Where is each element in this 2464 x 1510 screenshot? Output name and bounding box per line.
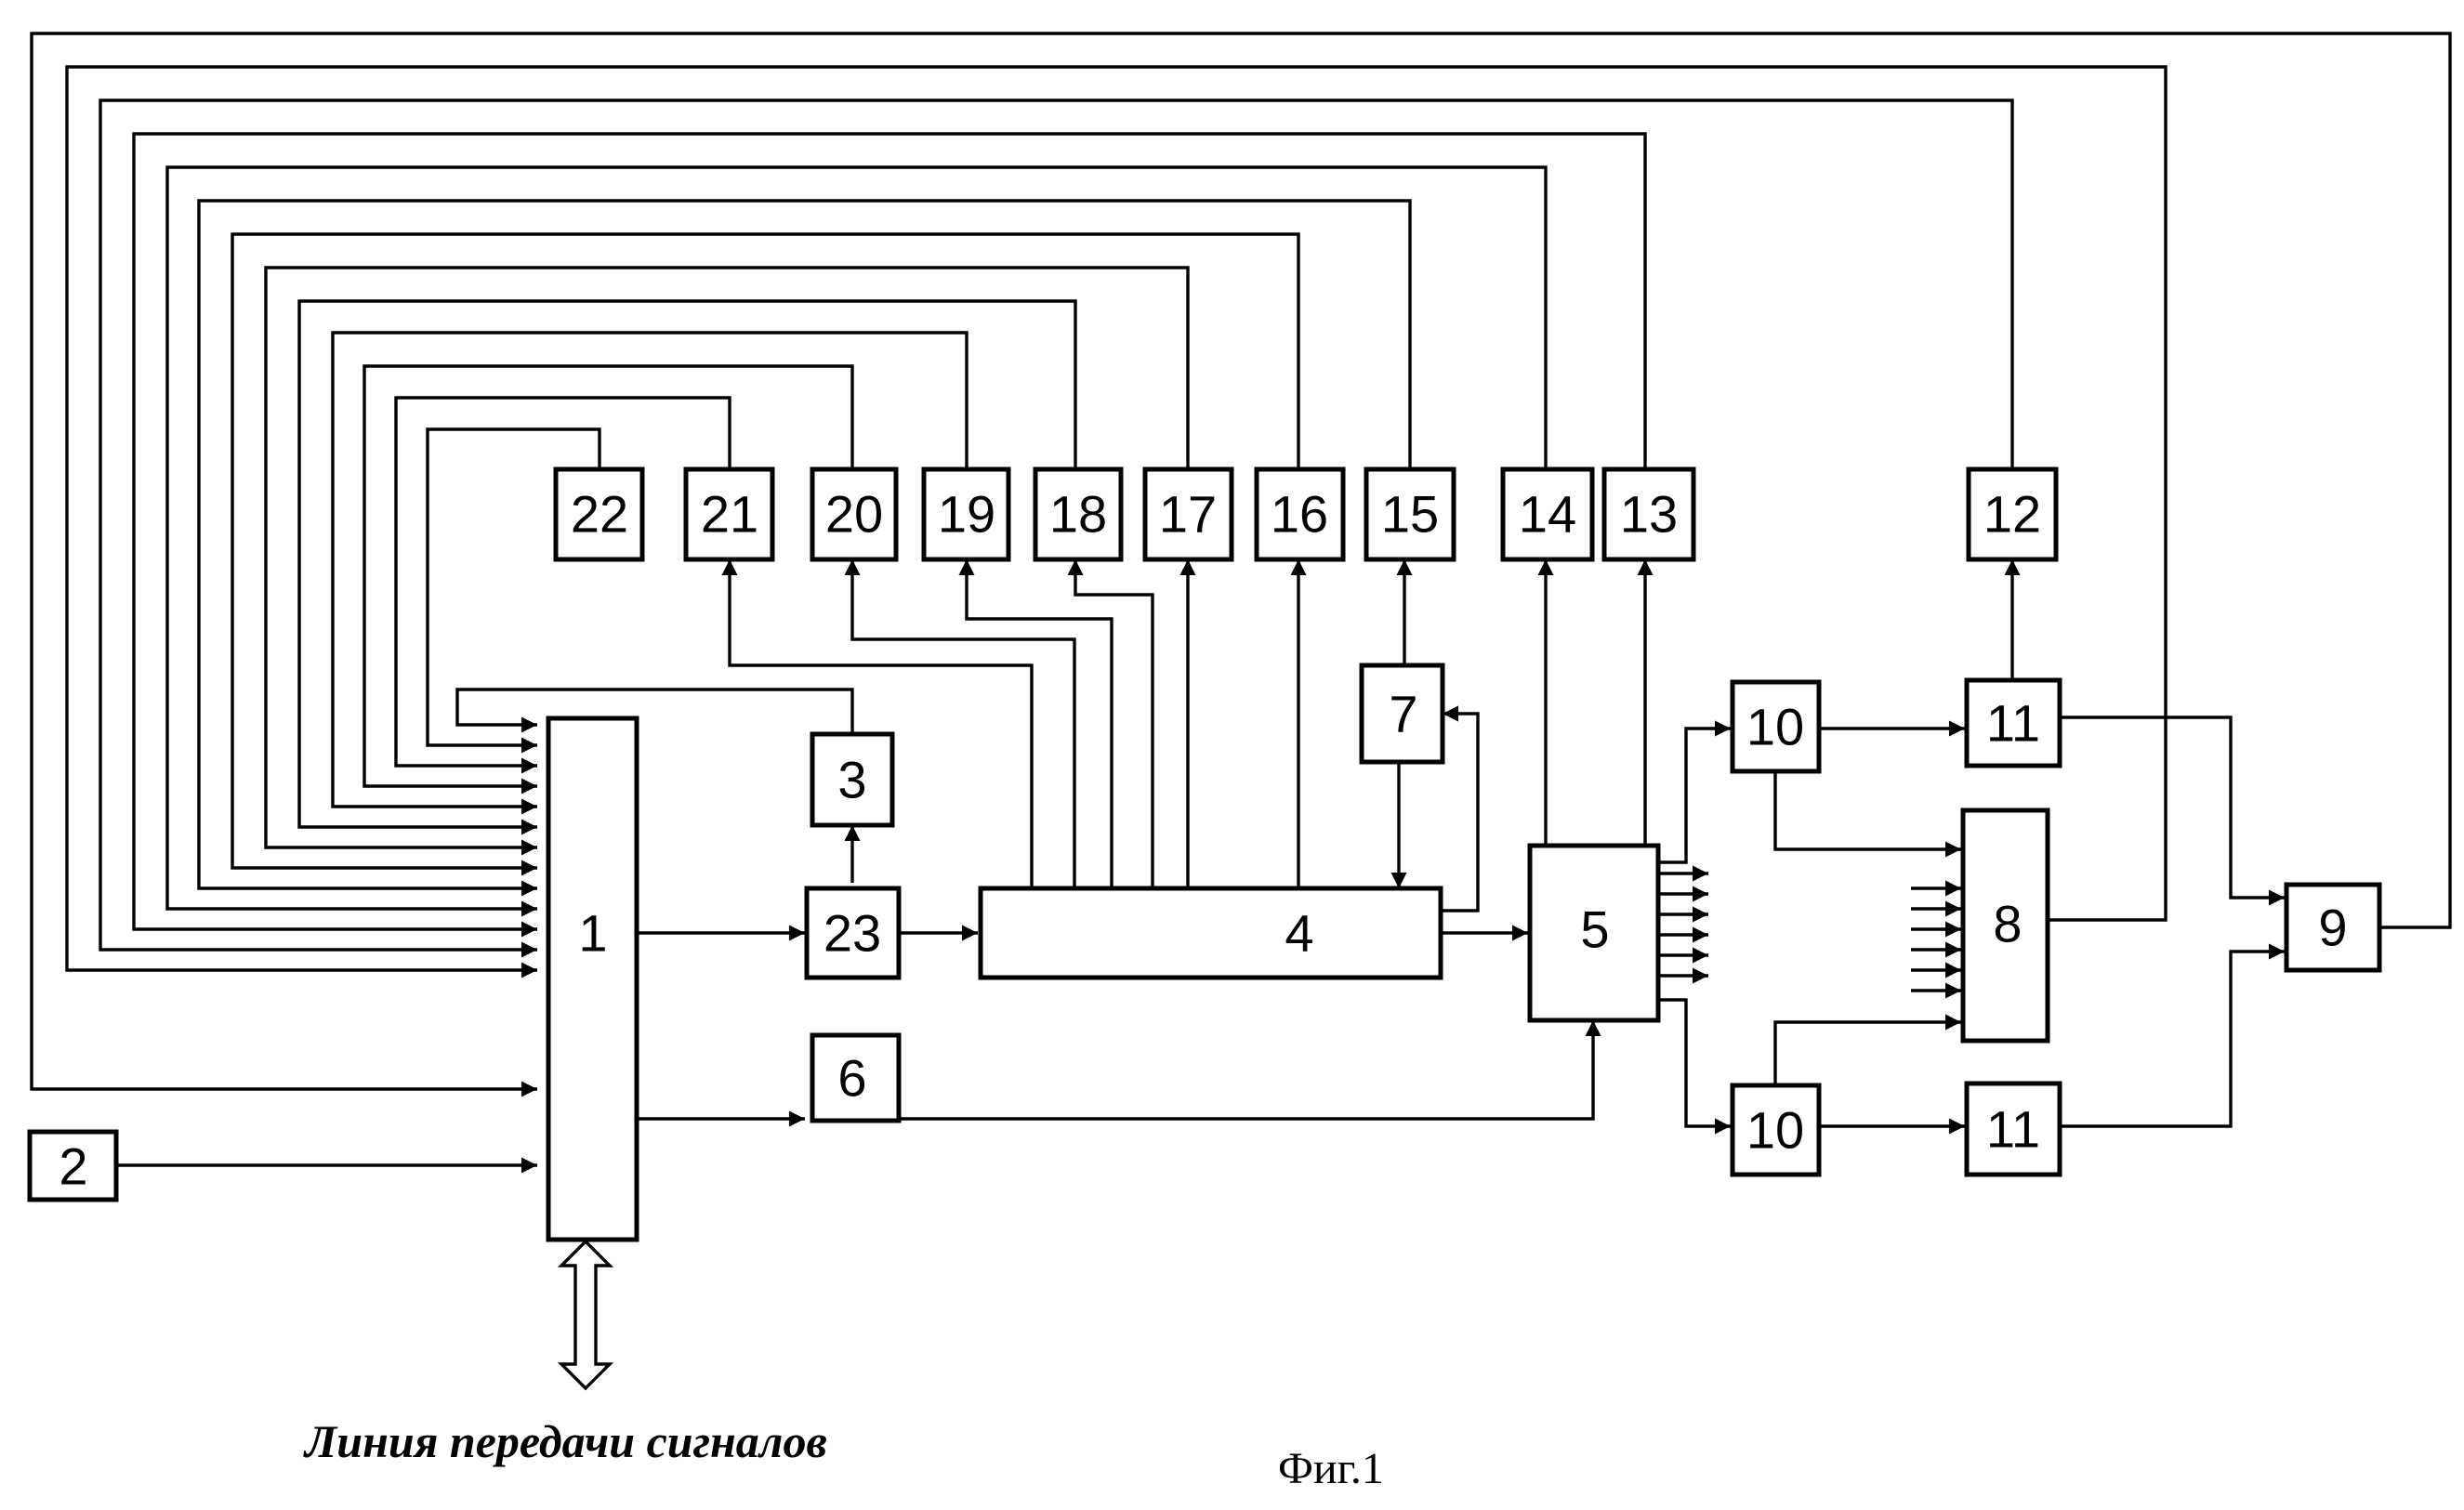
svg-text:10: 10 — [1746, 1101, 1804, 1160]
block-15: 15 — [1366, 469, 1454, 559]
svg-text:22: 22 — [571, 485, 628, 544]
block-4: 4 — [981, 888, 1441, 978]
svg-text:9: 9 — [2318, 899, 2347, 957]
svg-text:11: 11 — [1986, 694, 2040, 753]
wire-4-to-18 — [1075, 559, 1153, 888]
block-7: 7 — [1362, 665, 1443, 762]
wire-5-to-10b — [1658, 1000, 1731, 1126]
connection-lines — [32, 33, 2450, 1388]
block-5: 5 — [1530, 846, 1658, 1020]
svg-text:21: 21 — [701, 485, 758, 544]
block-2: 2 — [30, 1132, 116, 1200]
svg-text:6: 6 — [837, 1049, 866, 1108]
svg-text:11: 11 — [1986, 1100, 2040, 1159]
block-3: 3 — [812, 734, 892, 825]
block-23: 23 — [807, 888, 899, 978]
wire-10a-to-8 — [1775, 771, 1961, 849]
block-14: 14 — [1503, 469, 1592, 559]
wire-11b-to-9 — [2060, 952, 2285, 1126]
svg-text:5: 5 — [1580, 900, 1609, 959]
svg-text:16: 16 — [1271, 485, 1328, 544]
block-19: 19 — [924, 469, 1008, 559]
wire-4-to-21 — [730, 559, 1032, 888]
svg-text:17: 17 — [1159, 485, 1217, 544]
signal-line-caption: Линия передачи сигналов — [303, 1415, 827, 1467]
svg-text:10: 10 — [1746, 698, 1804, 756]
svg-text:3: 3 — [837, 751, 866, 809]
figure-caption: Фиг.1 — [1278, 1444, 1384, 1493]
block-17: 17 — [1145, 469, 1232, 559]
svg-text:2: 2 — [59, 1137, 87, 1196]
svg-text:13: 13 — [1620, 485, 1678, 544]
wire-4-to-20 — [852, 559, 1074, 888]
wire-10b-to-8 — [1775, 1022, 1961, 1085]
wire-3-to-1 — [457, 689, 852, 734]
block-13: 13 — [1604, 469, 1693, 559]
block-16: 16 — [1257, 469, 1343, 559]
block-11-lower: 11 — [1967, 1083, 2060, 1175]
block-1: 1 — [548, 718, 637, 1240]
wire-6-to-5 — [899, 1020, 1593, 1119]
signal-line-arrow — [561, 1241, 610, 1388]
block-6: 6 — [812, 1035, 899, 1121]
wire-11a-to-9 — [2060, 717, 2285, 898]
svg-text:18: 18 — [1049, 485, 1107, 544]
svg-text:14: 14 — [1519, 485, 1576, 544]
block-11-upper: 11 — [1967, 680, 2060, 766]
block-8: 8 — [1963, 810, 2048, 1041]
block-18: 18 — [1035, 469, 1121, 559]
svg-text:20: 20 — [825, 485, 883, 544]
svg-text:4: 4 — [1285, 904, 1313, 963]
blocks: 1 2 3 4 5 6 7 8 9 10 10 11 11 12 13 14 1… — [30, 469, 2379, 1240]
wire-18-to-1 — [299, 301, 1075, 827]
svg-text:19: 19 — [938, 485, 995, 544]
svg-text:8: 8 — [1993, 895, 2022, 953]
svg-text:23: 23 — [824, 904, 881, 963]
block-10-upper: 10 — [1733, 682, 1819, 771]
wire-4-to-19 — [967, 559, 1112, 888]
wire-4-to-7 — [1443, 714, 1478, 911]
block-10-lower: 10 — [1733, 1085, 1819, 1175]
block-21: 21 — [686, 469, 772, 559]
block-22: 22 — [556, 469, 642, 559]
svg-text:1: 1 — [578, 904, 607, 963]
svg-text:12: 12 — [1983, 485, 2041, 544]
block-12: 12 — [1969, 469, 2056, 559]
svg-text:7: 7 — [1389, 685, 1417, 743]
wire-21-to-1 — [396, 398, 730, 766]
block-9: 9 — [2286, 885, 2379, 970]
wire-5-to-10a — [1658, 729, 1731, 862]
svg-text:15: 15 — [1381, 485, 1439, 544]
block-20: 20 — [812, 469, 896, 559]
